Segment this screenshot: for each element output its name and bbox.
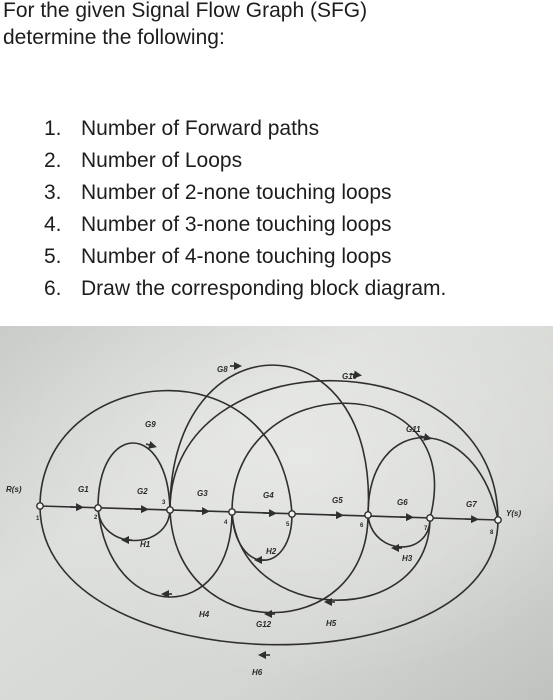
gain-label: G8 bbox=[217, 365, 228, 374]
task-number: 3. bbox=[44, 181, 62, 204]
node-8 bbox=[494, 516, 502, 524]
node-number: 1 bbox=[36, 516, 40, 522]
signal-flow-graph: R(s) Y(s) 1 2 3 4 5 6 7 8 G1 G2 G3 G4 G5… bbox=[0, 326, 553, 700]
task-number: 1. bbox=[44, 117, 62, 140]
gain-label: G3 bbox=[197, 489, 208, 498]
signal-flow-graph-photo: R(s) Y(s) 1 2 3 4 5 6 7 8 G1 G2 G3 G4 G5… bbox=[0, 326, 553, 700]
branch-circle-left bbox=[169, 364, 370, 516]
branch-circle-right bbox=[231, 402, 436, 519]
task-number: 4. bbox=[44, 213, 62, 236]
node-number: 3 bbox=[162, 500, 166, 506]
node-number: 5 bbox=[286, 522, 290, 528]
gain-label: H1 bbox=[140, 540, 151, 549]
gain-label: H3 bbox=[402, 554, 413, 563]
heading-line-1: For the given Signal Flow Graph (SFG) bbox=[3, 0, 368, 22]
arrow-g9 bbox=[145, 441, 157, 449]
branch-h6 bbox=[39, 505, 499, 646]
branch-h4 bbox=[97, 507, 233, 598]
input-label: R(s) bbox=[6, 485, 22, 494]
task-item: 3. Number of 2-none touching loops bbox=[44, 177, 446, 209]
gain-label: G6 bbox=[397, 498, 408, 507]
task-item: 5. Number of 4-none touching loops bbox=[44, 241, 446, 273]
node-number: 2 bbox=[94, 515, 98, 521]
node-number: 6 bbox=[360, 523, 364, 529]
branch-h5 bbox=[231, 511, 431, 601]
task-number: 2. bbox=[44, 149, 62, 172]
node-group bbox=[36, 502, 502, 524]
output-label: Y(s) bbox=[506, 509, 521, 518]
branch-h1 bbox=[97, 507, 171, 542]
gain-label: H4 bbox=[199, 610, 210, 619]
branch-g10 bbox=[169, 379, 499, 521]
heading-line-2: determine the following: bbox=[3, 26, 225, 49]
gain-label: G5 bbox=[332, 496, 343, 505]
node-3 bbox=[166, 506, 174, 514]
arrow-g10 bbox=[349, 370, 362, 379]
node-5 bbox=[288, 510, 296, 518]
node-4 bbox=[228, 508, 236, 516]
task-text: Number of Loops bbox=[81, 149, 243, 172]
branch-g9 bbox=[97, 442, 171, 511]
task-text: Number of 3-none touching loops bbox=[81, 213, 392, 236]
arrow-g11 bbox=[419, 433, 432, 441]
node-number: 8 bbox=[490, 530, 494, 536]
branch-h3 bbox=[367, 514, 431, 548]
task-item: 6. Draw the corresponding block diagram. bbox=[44, 273, 446, 305]
gain-label: G7 bbox=[466, 500, 477, 509]
task-number: 5. bbox=[44, 245, 62, 268]
node-1 bbox=[36, 502, 44, 510]
node-6 bbox=[364, 511, 372, 519]
branch-group bbox=[39, 362, 499, 659]
task-item: 1. Number of Forward paths bbox=[44, 113, 446, 145]
node-number: 7 bbox=[424, 526, 428, 532]
task-item: 4. Number of 3-none touching loops bbox=[44, 209, 446, 241]
gain-label: G2 bbox=[137, 487, 148, 496]
task-text: Number of 2-none touching loops bbox=[81, 181, 392, 204]
branch-g8 bbox=[39, 389, 293, 515]
node-2 bbox=[94, 504, 102, 512]
gain-label: G9 bbox=[145, 420, 156, 429]
question-text-block: For the given Signal Flow Graph (SFG) de… bbox=[0, 0, 553, 318]
task-number: 6. bbox=[44, 277, 62, 300]
node-number: 4 bbox=[224, 520, 228, 526]
gain-label: H2 bbox=[266, 547, 277, 556]
node-7 bbox=[426, 514, 434, 522]
gain-label: H6 bbox=[252, 668, 263, 677]
task-text: Number of Forward paths bbox=[81, 117, 320, 140]
gain-label: G10 bbox=[342, 372, 358, 381]
question-heading: For the given Signal Flow Graph (SFG) de… bbox=[3, 0, 367, 51]
gain-label: H5 bbox=[326, 619, 337, 628]
task-item: 2. Number of Loops bbox=[44, 145, 446, 177]
gain-label: G1 bbox=[78, 485, 89, 494]
gain-label: G11 bbox=[406, 425, 421, 434]
task-list: 1. Number of Forward paths 2. Number of Lo… bbox=[44, 113, 446, 305]
gain-label: G4 bbox=[263, 491, 274, 500]
task-text: Number of 4-none touching loops bbox=[81, 245, 392, 268]
task-text: Draw the corresponding block diagram. bbox=[81, 277, 447, 300]
label-group: R(s) Y(s) 1 2 3 4 5 6 7 8 G1 G2 G3 G4 G5… bbox=[6, 365, 521, 677]
gain-label: G12 bbox=[256, 620, 272, 629]
